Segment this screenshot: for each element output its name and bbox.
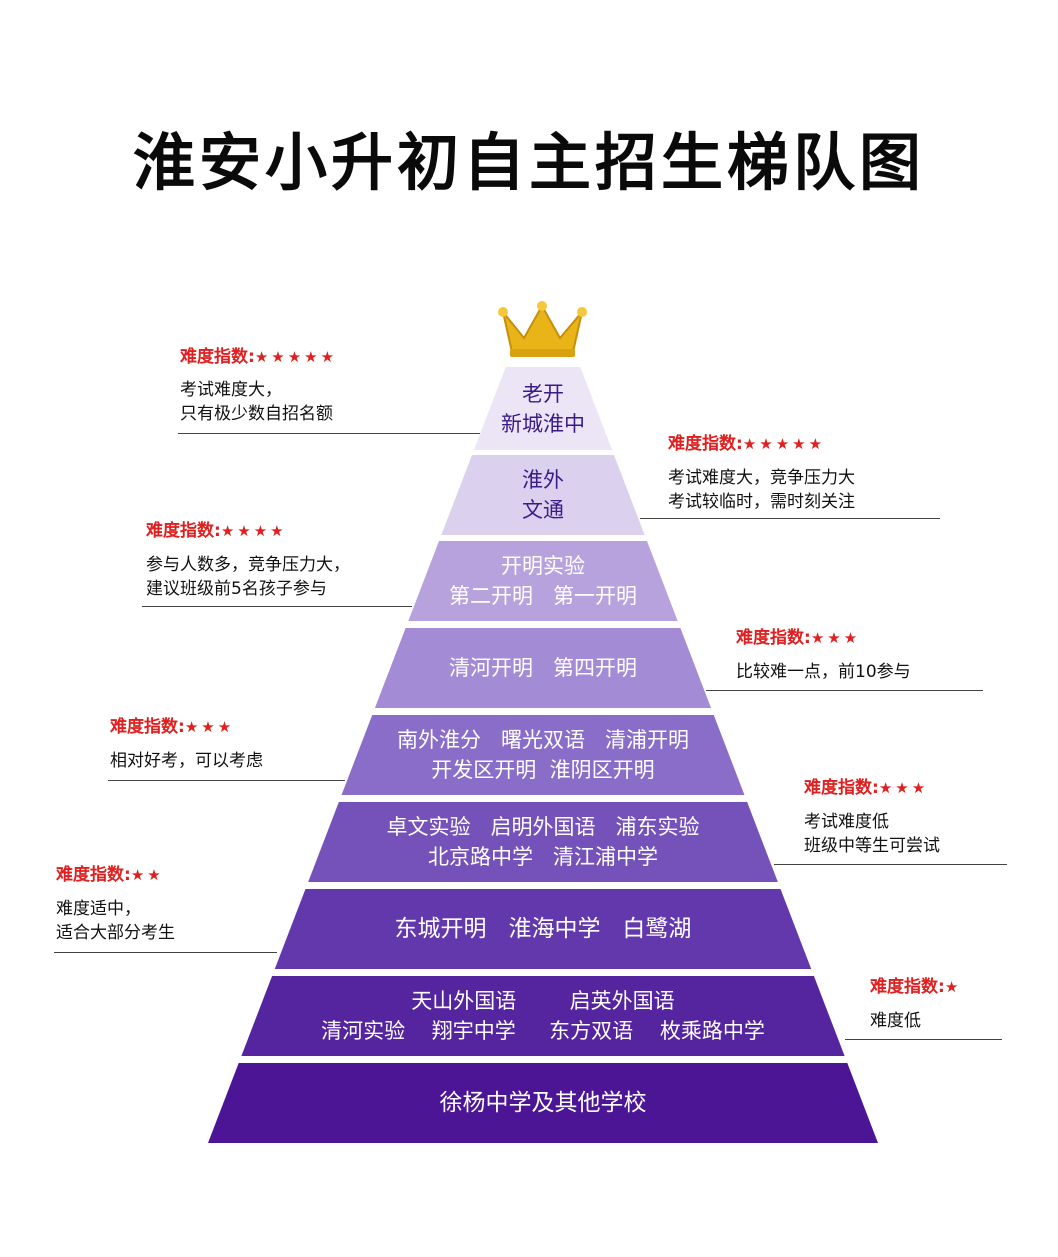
difficulty-description: 考试难度大，竞争压力大考试较临时，需时刻关注 bbox=[668, 466, 855, 514]
rating-label: 难度指数: bbox=[110, 717, 185, 737]
star-icons: ★★★ bbox=[878, 779, 929, 797]
difficulty-rating: 难度指数:★★★★★ bbox=[180, 346, 337, 368]
tier-6-line: 北京路中学 清江浦中学 bbox=[427, 845, 658, 869]
difficulty-rating: 难度指数:★★★ bbox=[736, 627, 860, 649]
difficulty-description: 相对好考，可以考虑 bbox=[110, 749, 263, 773]
description-line: 建议班级前5名孩子参与 bbox=[146, 579, 327, 599]
tier-2-band bbox=[441, 455, 645, 535]
star-icons: ★★★ bbox=[184, 718, 235, 736]
description-line: 考试难度低 bbox=[804, 812, 889, 832]
rating-label: 难度指数: bbox=[804, 778, 879, 798]
tier-7-band bbox=[274, 889, 812, 969]
tier-6-band bbox=[308, 802, 778, 882]
tier-1-band bbox=[473, 367, 613, 450]
difficulty-description: 考试难度大， 只有极少数自招名额 bbox=[180, 378, 333, 426]
star-icons: ★★★★★ bbox=[254, 348, 338, 366]
description-line: 相对好考，可以考虑 bbox=[110, 751, 263, 771]
tier-3-schools: 开明实验第二开明 第一开明 bbox=[408, 551, 677, 611]
tier-5-schools: 南外淮分 曙光双语 清浦开明开发区开明 淮阴区开明 bbox=[342, 725, 745, 785]
leader-rule bbox=[774, 864, 1007, 865]
tier-8-band bbox=[241, 976, 845, 1056]
tier-6-line: 卓文实验 启明外国语 浦东实验 bbox=[386, 815, 700, 839]
difficulty-rating: 难度指数:★★★★★ bbox=[668, 433, 825, 455]
difficulty-rating: 难度指数:★ bbox=[870, 976, 961, 998]
leader-rule bbox=[706, 690, 983, 691]
description-line: 考试较临时，需时刻关注 bbox=[668, 492, 855, 512]
star-icons: ★★ bbox=[130, 866, 164, 884]
rating-label: 难度指数: bbox=[56, 865, 131, 885]
rating-label: 难度指数: bbox=[870, 977, 945, 997]
difficulty-description: 考试难度低班级中等生可尝试 bbox=[804, 810, 940, 858]
difficulty-rating: 难度指数:★★★★ bbox=[146, 520, 287, 542]
tier-3-band bbox=[408, 541, 678, 621]
leader-rule bbox=[178, 433, 480, 434]
rating-label: 难度指数: bbox=[180, 347, 255, 367]
description-line: 只有极少数自招名额 bbox=[180, 404, 333, 424]
tier-8-schools: 天山外国语 启英外国语清河实验 翔宇中学 东方双语 枚乘路中学 bbox=[241, 986, 844, 1046]
tier-3-line: 第二开明 第一开明 bbox=[448, 584, 637, 608]
tier-3-line: 开明实验 bbox=[500, 554, 585, 578]
tier-8-line: 天山外国语 启英外国语 bbox=[411, 989, 675, 1013]
tier-7-line: 东城开明 淮海中学 白鹭湖 bbox=[394, 916, 692, 942]
description-line: 考试难度大，竞争压力大 bbox=[668, 468, 855, 488]
tier-5-band bbox=[341, 715, 745, 795]
tier-2-schools: 淮外文通 bbox=[441, 465, 644, 525]
leader-rule bbox=[142, 606, 412, 607]
star-icons: ★ bbox=[944, 978, 962, 996]
rating-label: 难度指数: bbox=[146, 521, 221, 541]
tier-2-line: 文通 bbox=[521, 498, 564, 522]
description-line: 难度适中， bbox=[56, 899, 141, 919]
description-line: 考试难度大， bbox=[180, 380, 282, 400]
tier-1-line: 老开 bbox=[521, 381, 564, 406]
tier-2-line: 淮外 bbox=[521, 468, 564, 492]
description-line: 班级中等生可尝试 bbox=[804, 836, 940, 856]
tier-5-line: 开发区开明 淮阴区开明 bbox=[431, 758, 655, 782]
tier-4-band bbox=[374, 628, 712, 708]
tier-4-schools: 清河开明 第四开明 bbox=[375, 653, 711, 683]
rating-label: 难度指数: bbox=[668, 434, 743, 454]
difficulty-description: 参与人数多，竞争压力大， 建议班级前5名孩子参与 bbox=[146, 553, 350, 601]
rating-label: 难度指数: bbox=[736, 628, 811, 648]
difficulty-description: 难度低 bbox=[870, 1009, 921, 1033]
tier-8-line: 清河实验 翔宇中学 东方双语 枚乘路中学 bbox=[321, 1019, 765, 1043]
tier-9-band bbox=[208, 1063, 878, 1143]
difficulty-rating: 难度指数:★★★ bbox=[110, 716, 234, 738]
leader-rule bbox=[845, 1039, 1002, 1040]
description-line: 比较难一点，前10参与 bbox=[736, 662, 911, 682]
star-icons: ★★★ bbox=[810, 629, 861, 647]
tier-1-schools: 老开新城淮中 bbox=[474, 379, 612, 439]
tier-4-line: 清河开明 第四开明 bbox=[448, 656, 637, 680]
tier-9-line: 徐杨中学及其他学校 bbox=[439, 1090, 647, 1116]
description-line: 难度低 bbox=[870, 1011, 921, 1031]
crown-icon bbox=[498, 301, 587, 357]
page-title: 淮安小升初自主招生梯队图 bbox=[132, 126, 925, 199]
tier-9-schools: 徐杨中学及其他学校 bbox=[208, 1088, 878, 1118]
difficulty-rating: 难度指数:★★★ bbox=[804, 777, 928, 799]
difficulty-description: 比较难一点，前10参与 bbox=[736, 660, 911, 684]
difficulty-rating: 难度指数:★★ bbox=[56, 864, 164, 886]
leader-rule bbox=[54, 952, 277, 953]
description-line: 适合大部分考生 bbox=[56, 923, 175, 943]
description-line: 参与人数多，竞争压力大， bbox=[146, 555, 350, 575]
leader-rule bbox=[640, 518, 940, 519]
star-icons: ★★★★ bbox=[220, 522, 287, 540]
tier-5-line: 南外淮分 曙光双语 清浦开明 bbox=[396, 728, 690, 752]
tier-7-schools: 东城开明 淮海中学 白鹭湖 bbox=[275, 914, 811, 944]
leader-rule bbox=[108, 780, 345, 781]
star-icons: ★★★★★ bbox=[742, 435, 826, 453]
difficulty-description: 难度适中， 适合大部分考生 bbox=[56, 897, 175, 945]
tier-1-line: 新城淮中 bbox=[500, 411, 585, 436]
tier-6-schools: 卓文实验 启明外国语 浦东实验北京路中学 清江浦中学 bbox=[308, 812, 778, 872]
